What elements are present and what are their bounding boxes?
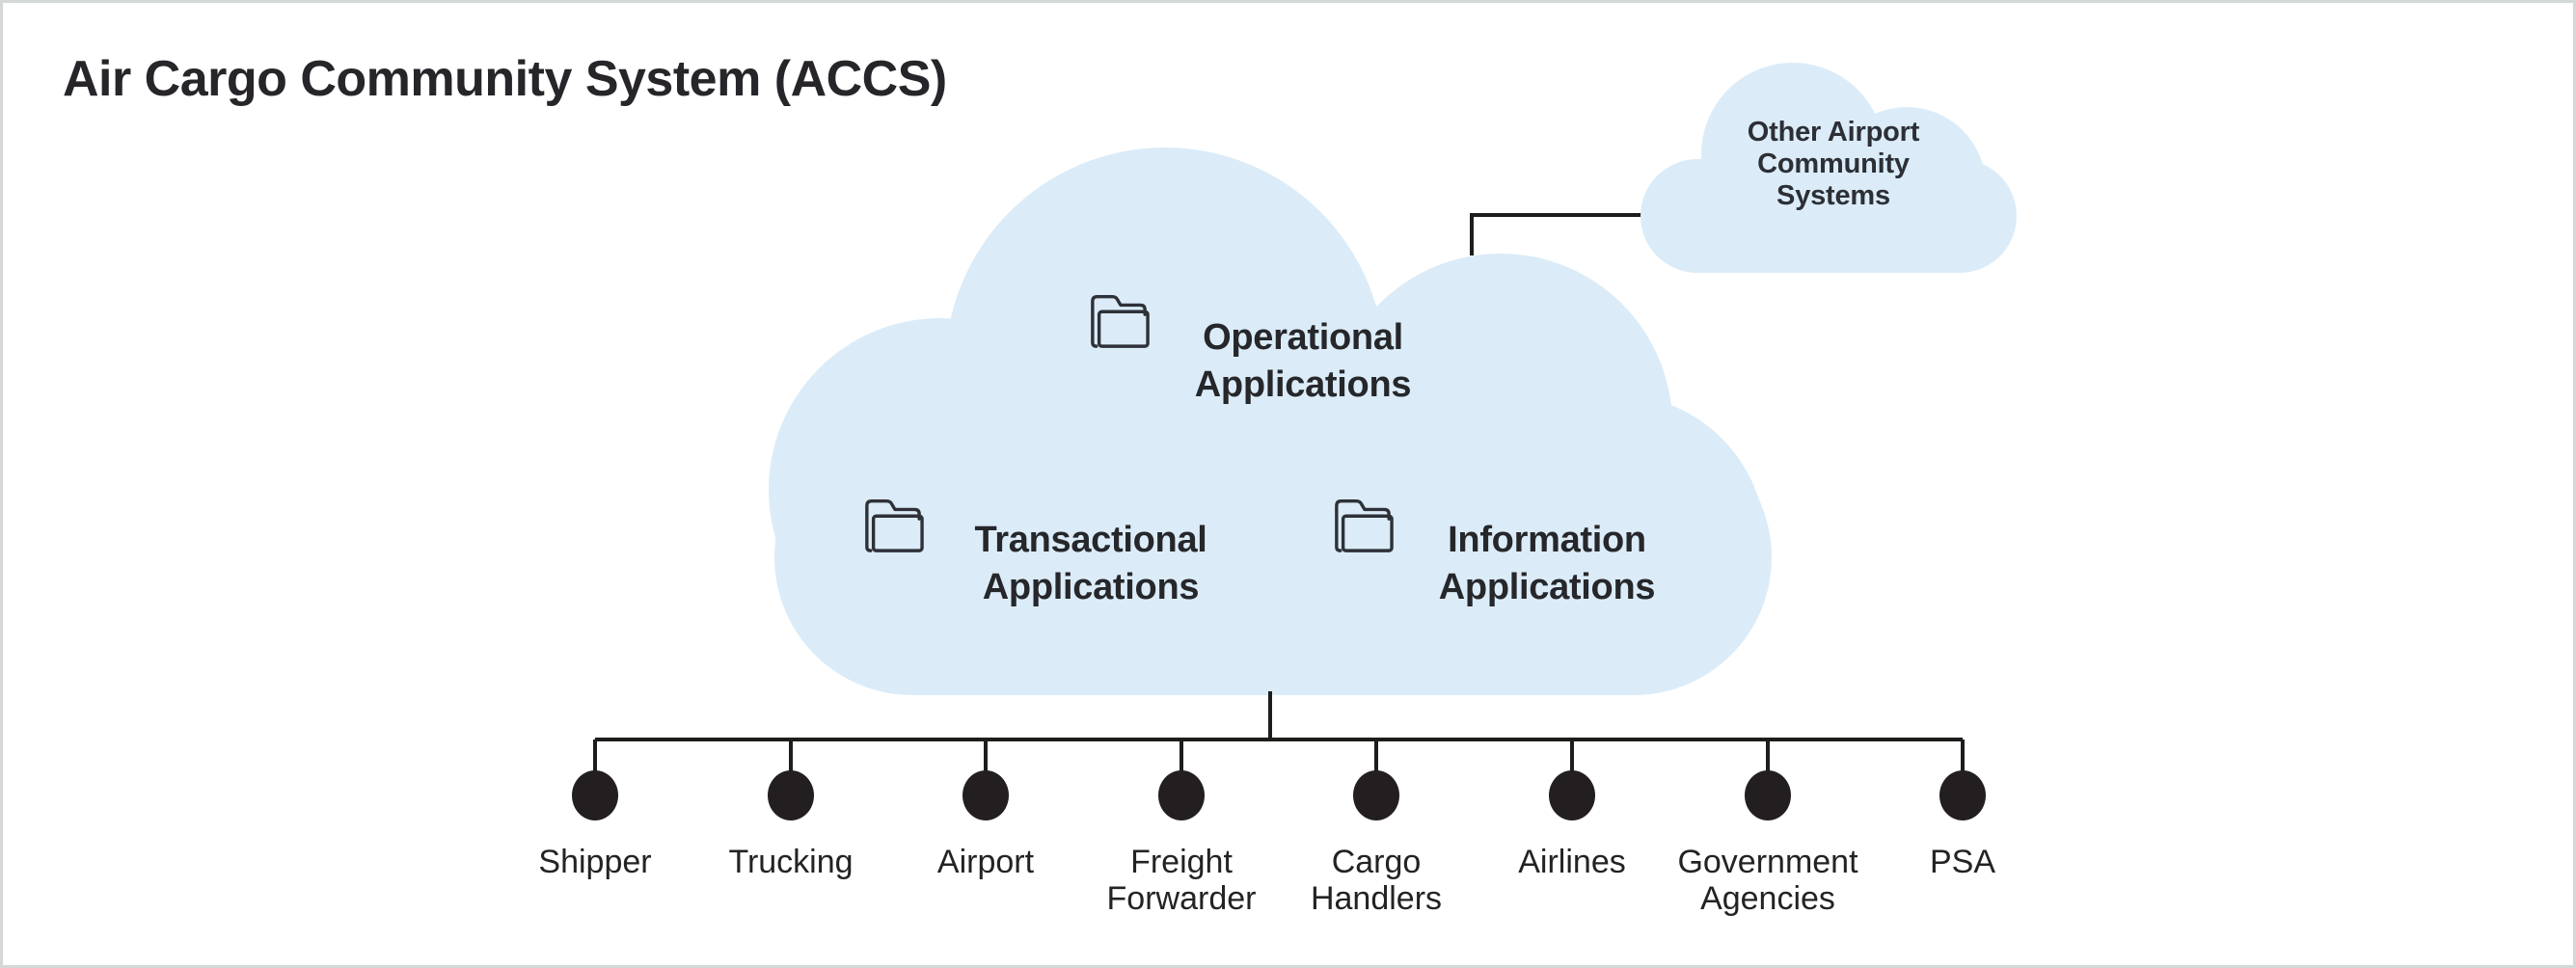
- application-label-line: Operational: [1203, 317, 1403, 358]
- external-cloud-body: [1641, 159, 2017, 273]
- application-label-line: Applications: [1438, 567, 1656, 607]
- application-label-line: Applications: [1194, 364, 1412, 405]
- application-label-operational: Operational Applications: [1158, 314, 1448, 409]
- stakeholder-node-dot: [963, 770, 1009, 820]
- external-cloud-label-line: Other Airport: [1747, 117, 1920, 148]
- accs-cloud-shape: [769, 148, 1772, 695]
- external-cloud-label: Other Airport Community Systems: [1727, 117, 1939, 212]
- stakeholder-label-line: PSA: [1929, 844, 1996, 880]
- application-label-transactional: Transactional Applications: [946, 517, 1235, 611]
- accs-cloud-body: [774, 419, 1772, 695]
- stakeholder-label-line: Cargo: [1331, 844, 1422, 880]
- stakeholder-label-trucking: Trucking: [694, 844, 887, 880]
- external-cloud-shape: [1641, 63, 2017, 273]
- folder-icon: [865, 499, 924, 552]
- external-cloud-label-line: Systems: [1776, 180, 1890, 211]
- page-title: Air Cargo Community System (ACCS): [63, 51, 947, 107]
- stakeholder-label-line: Freight: [1130, 844, 1233, 880]
- stakeholder-label-airlines: Airlines: [1476, 844, 1668, 880]
- folder-icon: [1335, 499, 1394, 552]
- stakeholder-label-airport: Airport: [889, 844, 1082, 880]
- application-label-line: Transactional: [974, 520, 1207, 560]
- stakeholder-label-line: Airport: [936, 844, 1035, 880]
- stakeholder-label-psa: PSA: [1866, 844, 2059, 880]
- stakeholder-label-shipper: Shipper: [499, 844, 691, 880]
- stakeholder-label-freight-forwarder: Freight Forwarder: [1085, 844, 1278, 917]
- diagram-shapes: [572, 63, 2017, 820]
- stakeholder-node-dot: [1549, 770, 1595, 820]
- stakeholder-node-dot: [768, 770, 814, 820]
- stakeholder-label-line: Airlines: [1518, 844, 1626, 880]
- application-label-line: Applications: [982, 567, 1200, 607]
- application-label-line: Information: [1448, 520, 1646, 560]
- stakeholder-label-government-agencies: Government Agencies: [1671, 844, 1864, 917]
- stakeholder-node-dot: [1353, 770, 1399, 820]
- stakeholder-node-dot: [1939, 770, 1986, 820]
- stakeholder-node-dot: [1745, 770, 1791, 820]
- stakeholder-node-dot: [1158, 770, 1205, 820]
- stakeholder-label-line: Agencies: [1700, 880, 1835, 917]
- external-cloud-label-line: Community: [1757, 148, 1910, 179]
- stakeholder-label-line: Trucking: [728, 844, 854, 880]
- stakeholder-label-line: Forwarder: [1106, 880, 1257, 917]
- external-cloud-connector-line: [1470, 213, 1642, 255]
- stakeholder-label-line: Shipper: [538, 844, 652, 880]
- stakeholder-node-dot: [572, 770, 618, 820]
- folder-icon: [1091, 295, 1150, 348]
- stakeholder-label-line: Handlers: [1310, 880, 1443, 917]
- stakeholder-label-line: Government: [1677, 844, 1858, 880]
- application-label-information: Information Applications: [1402, 517, 1692, 611]
- stakeholder-label-cargo-handlers: Cargo Handlers: [1280, 844, 1473, 917]
